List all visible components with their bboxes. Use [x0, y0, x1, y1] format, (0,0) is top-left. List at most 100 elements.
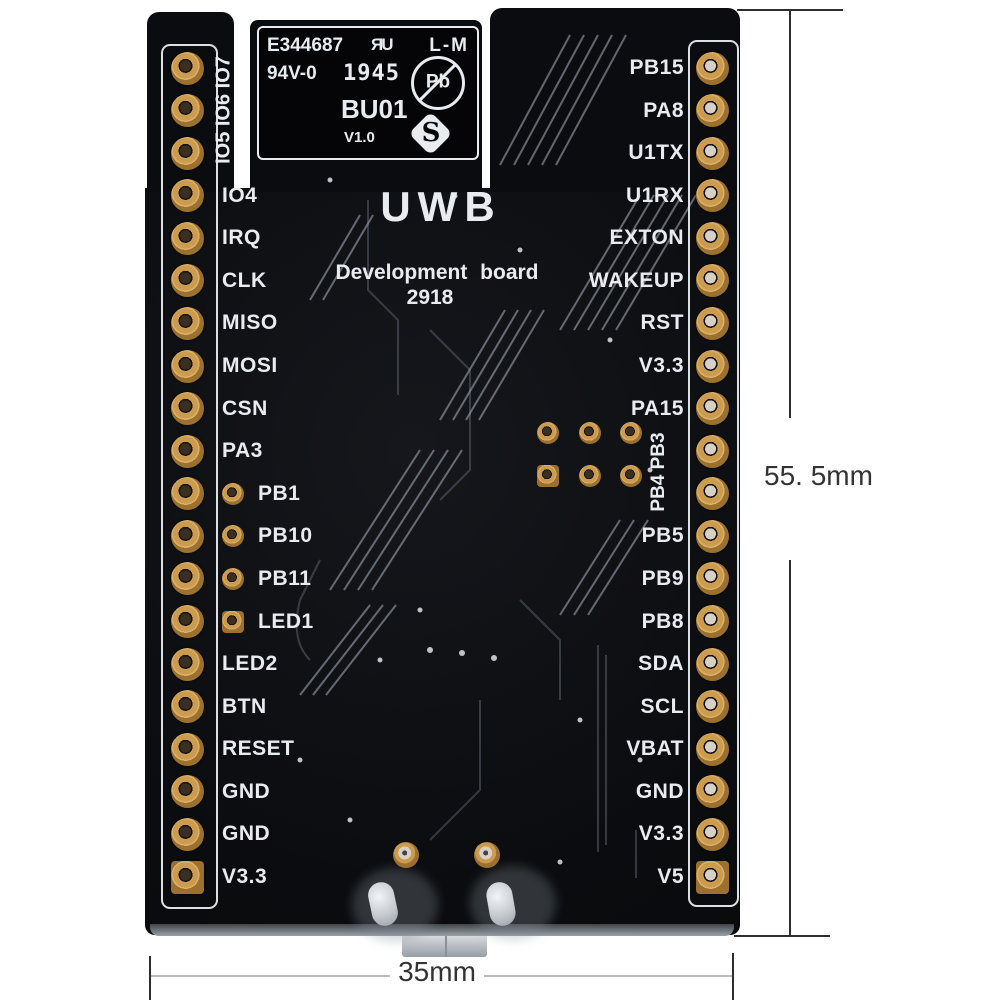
pin-label-pb10: PB10	[258, 524, 313, 548]
pin-pad-left-2	[170, 136, 204, 170]
pin-label-irq: IRQ	[222, 226, 261, 250]
pin-label-gnd: GND	[222, 779, 271, 803]
pin-label-pa3: PA3	[222, 439, 263, 463]
width-dimension-tick-right	[732, 953, 734, 1000]
board-subtitle: Development board	[335, 261, 539, 284]
grid-pad-0	[537, 422, 559, 444]
pin-pad-right-19	[695, 860, 729, 894]
pin-label-btn: BTN	[222, 694, 267, 718]
pin-label-pb4-pb3: PB4 PB3	[648, 432, 669, 512]
pin-pad-pb11	[222, 567, 244, 590]
pin-label-io4: IO4	[222, 183, 258, 207]
pin-label-io5-io6-io7: IO5 IO6 IO7	[212, 56, 235, 164]
width-dimension-line-left	[150, 975, 390, 977]
pin-label-csn: CSN	[222, 396, 268, 420]
pin-pad-left-15	[170, 690, 204, 724]
pin-label-exton: EXTON	[609, 226, 684, 250]
pin-label-led1: LED1	[258, 609, 314, 633]
width-dimension-label: 35mm	[398, 956, 476, 987]
pin-pad-right-6	[695, 306, 729, 340]
pin-label-wakeup: WAKEUP	[588, 268, 684, 292]
pin-label-u1tx: U1TX	[628, 141, 684, 165]
logo-letter: S	[421, 117, 441, 148]
pin-pad-left-19	[170, 860, 204, 894]
pin-pad-left-5	[170, 264, 204, 298]
pin-label-sda: SDA	[638, 652, 684, 676]
pin-pad-right-18	[695, 817, 729, 851]
pin-label-pb11: PB11	[258, 566, 312, 590]
pin-label-pa8: PA8	[643, 98, 684, 122]
mount-pad-0	[393, 842, 419, 868]
pin-pad-left-14	[170, 647, 204, 681]
pin-pad-right-10	[695, 477, 729, 511]
module-label: E344687 ЯU L-M 94V-0 1945 Pb BU01 V1.0 S	[257, 26, 479, 160]
mount-pad-1	[474, 842, 500, 868]
pin-pad-left-12	[170, 562, 204, 596]
ai-thinker-logo-icon: S	[408, 111, 453, 156]
board-number: 2918	[406, 286, 454, 309]
pin-pad-pb1	[222, 482, 244, 505]
pin-label-gnd: GND	[635, 779, 684, 803]
pin-pad-left-9	[170, 434, 204, 468]
pin-label-mosi: MOSI	[222, 354, 278, 378]
pin-pad-left-8	[170, 392, 204, 426]
pin-pad-right-1	[695, 94, 729, 128]
pin-pad-left-6	[170, 306, 204, 340]
pin-pad-left-4	[170, 221, 204, 255]
height-dimension-tick-bottom	[734, 935, 830, 937]
pcb-bottom-edge-bevel	[150, 924, 734, 936]
pin-pad-right-14	[695, 647, 729, 681]
pin-pad-left-13	[170, 605, 204, 639]
pin-label-v3.3: V3.3	[638, 822, 684, 846]
pin-pad-led1	[222, 610, 244, 633]
flammability-rating: 94V-0	[267, 63, 317, 84]
right-header-silkscreen-frame	[688, 40, 739, 907]
height-dimension-label: 55. 5mm	[764, 460, 873, 491]
pin-label-reset: RESET	[222, 737, 295, 761]
pin-label-pb9: PB9	[641, 566, 684, 590]
pin-label-vbat: VBAT	[626, 737, 684, 761]
grid-pad-2	[620, 422, 642, 444]
module-model: BU01	[341, 94, 408, 124]
pin-pad-left-0	[170, 51, 204, 85]
pin-pad-pb10	[222, 525, 244, 548]
pin-pad-right-8	[695, 392, 729, 426]
metal-tab-seam	[444, 933, 447, 957]
date-code: 1945	[343, 61, 400, 86]
pin-label-clk: CLK	[222, 268, 267, 292]
width-dimension-tick-left	[149, 956, 151, 1000]
pin-pad-right-13	[695, 605, 729, 639]
pin-pad-right-16	[695, 732, 729, 766]
pin-label-v5: V5	[657, 865, 684, 889]
grid-pad-5	[620, 465, 642, 487]
pin-label-u1rx: U1RX	[625, 183, 684, 207]
height-dimension-line-upper	[789, 10, 791, 418]
metal-connector-tab	[402, 933, 487, 957]
pin-pad-right-4	[695, 221, 729, 255]
pin-label-v3.3: V3.3	[638, 354, 684, 378]
module-version: V1.0	[344, 129, 375, 146]
pin-pad-left-17	[170, 775, 204, 809]
left-header-silkscreen-frame	[161, 44, 218, 909]
grid-pad-1	[579, 422, 601, 444]
pin-pad-left-18	[170, 817, 204, 851]
width-dimension-line-right	[484, 975, 733, 977]
pb-free-icon: Pb	[411, 56, 465, 110]
pin-pad-right-2	[695, 136, 729, 170]
pin-label-pa15: PA15	[631, 396, 684, 420]
pcb-board-body	[145, 188, 740, 935]
pin-label-pb15: PB15	[629, 56, 684, 79]
pin-pad-right-12	[695, 562, 729, 596]
pin-pad-left-10	[170, 477, 204, 511]
pin-pad-right-15	[695, 690, 729, 724]
pin-label-miso: MISO	[222, 311, 278, 335]
pin-pad-right-11	[695, 519, 729, 553]
pin-pad-left-7	[170, 349, 204, 383]
pin-label-scl: SCL	[640, 694, 684, 718]
pin-pad-right-5	[695, 264, 729, 298]
grid-pad-4	[579, 465, 601, 487]
ul-file-number: E344687	[267, 35, 344, 56]
pin-pad-right-7	[695, 349, 729, 383]
board-title: UWB	[380, 183, 502, 230]
pin-pad-right-9	[695, 434, 729, 468]
